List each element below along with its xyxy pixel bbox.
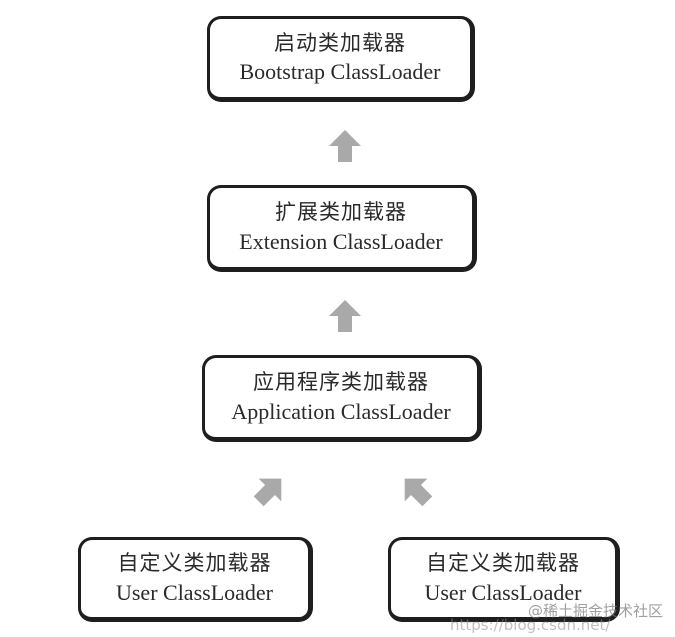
extension-classloader-node: 扩展类加载器 Extension ClassLoader [207,185,477,272]
node-title-cn: 扩展类加载器 [275,200,407,225]
bootstrap-classloader-node: 启动类加载器 Bootstrap ClassLoader [207,16,475,102]
node-title-en: Bootstrap ClassLoader [239,59,441,85]
node-title-cn: 自定义类加载器 [426,551,580,576]
node-title-en: User ClassLoader [424,579,582,605]
user-classloader-node-left: 自定义类加载器 User ClassLoader [78,537,313,622]
node-title-cn: 自定义类加载器 [117,551,272,576]
node-title-cn: 启动类加载器 [274,30,406,55]
application-classloader-node: 应用程序类加载器 Application ClassLoader [202,355,482,442]
node-title-en: Application ClassLoader [231,398,451,424]
node-title-en: User ClassLoader [115,579,273,605]
arrow-up-icon [329,300,361,332]
user-classloader-node-right: 自定义类加载器 User ClassLoader [388,537,620,622]
watermark-text: @稀土掘金技术社区 [528,602,664,620]
arrow-up-icon [329,130,361,162]
node-title-cn: 应用程序类加载器 [253,370,429,395]
arrow-up-right-icon [253,478,282,507]
arrow-up-left-icon [404,478,433,507]
watermark-url: https://blog.csdn.net/ [450,616,611,634]
node-title-en: Extension ClassLoader [239,228,443,254]
